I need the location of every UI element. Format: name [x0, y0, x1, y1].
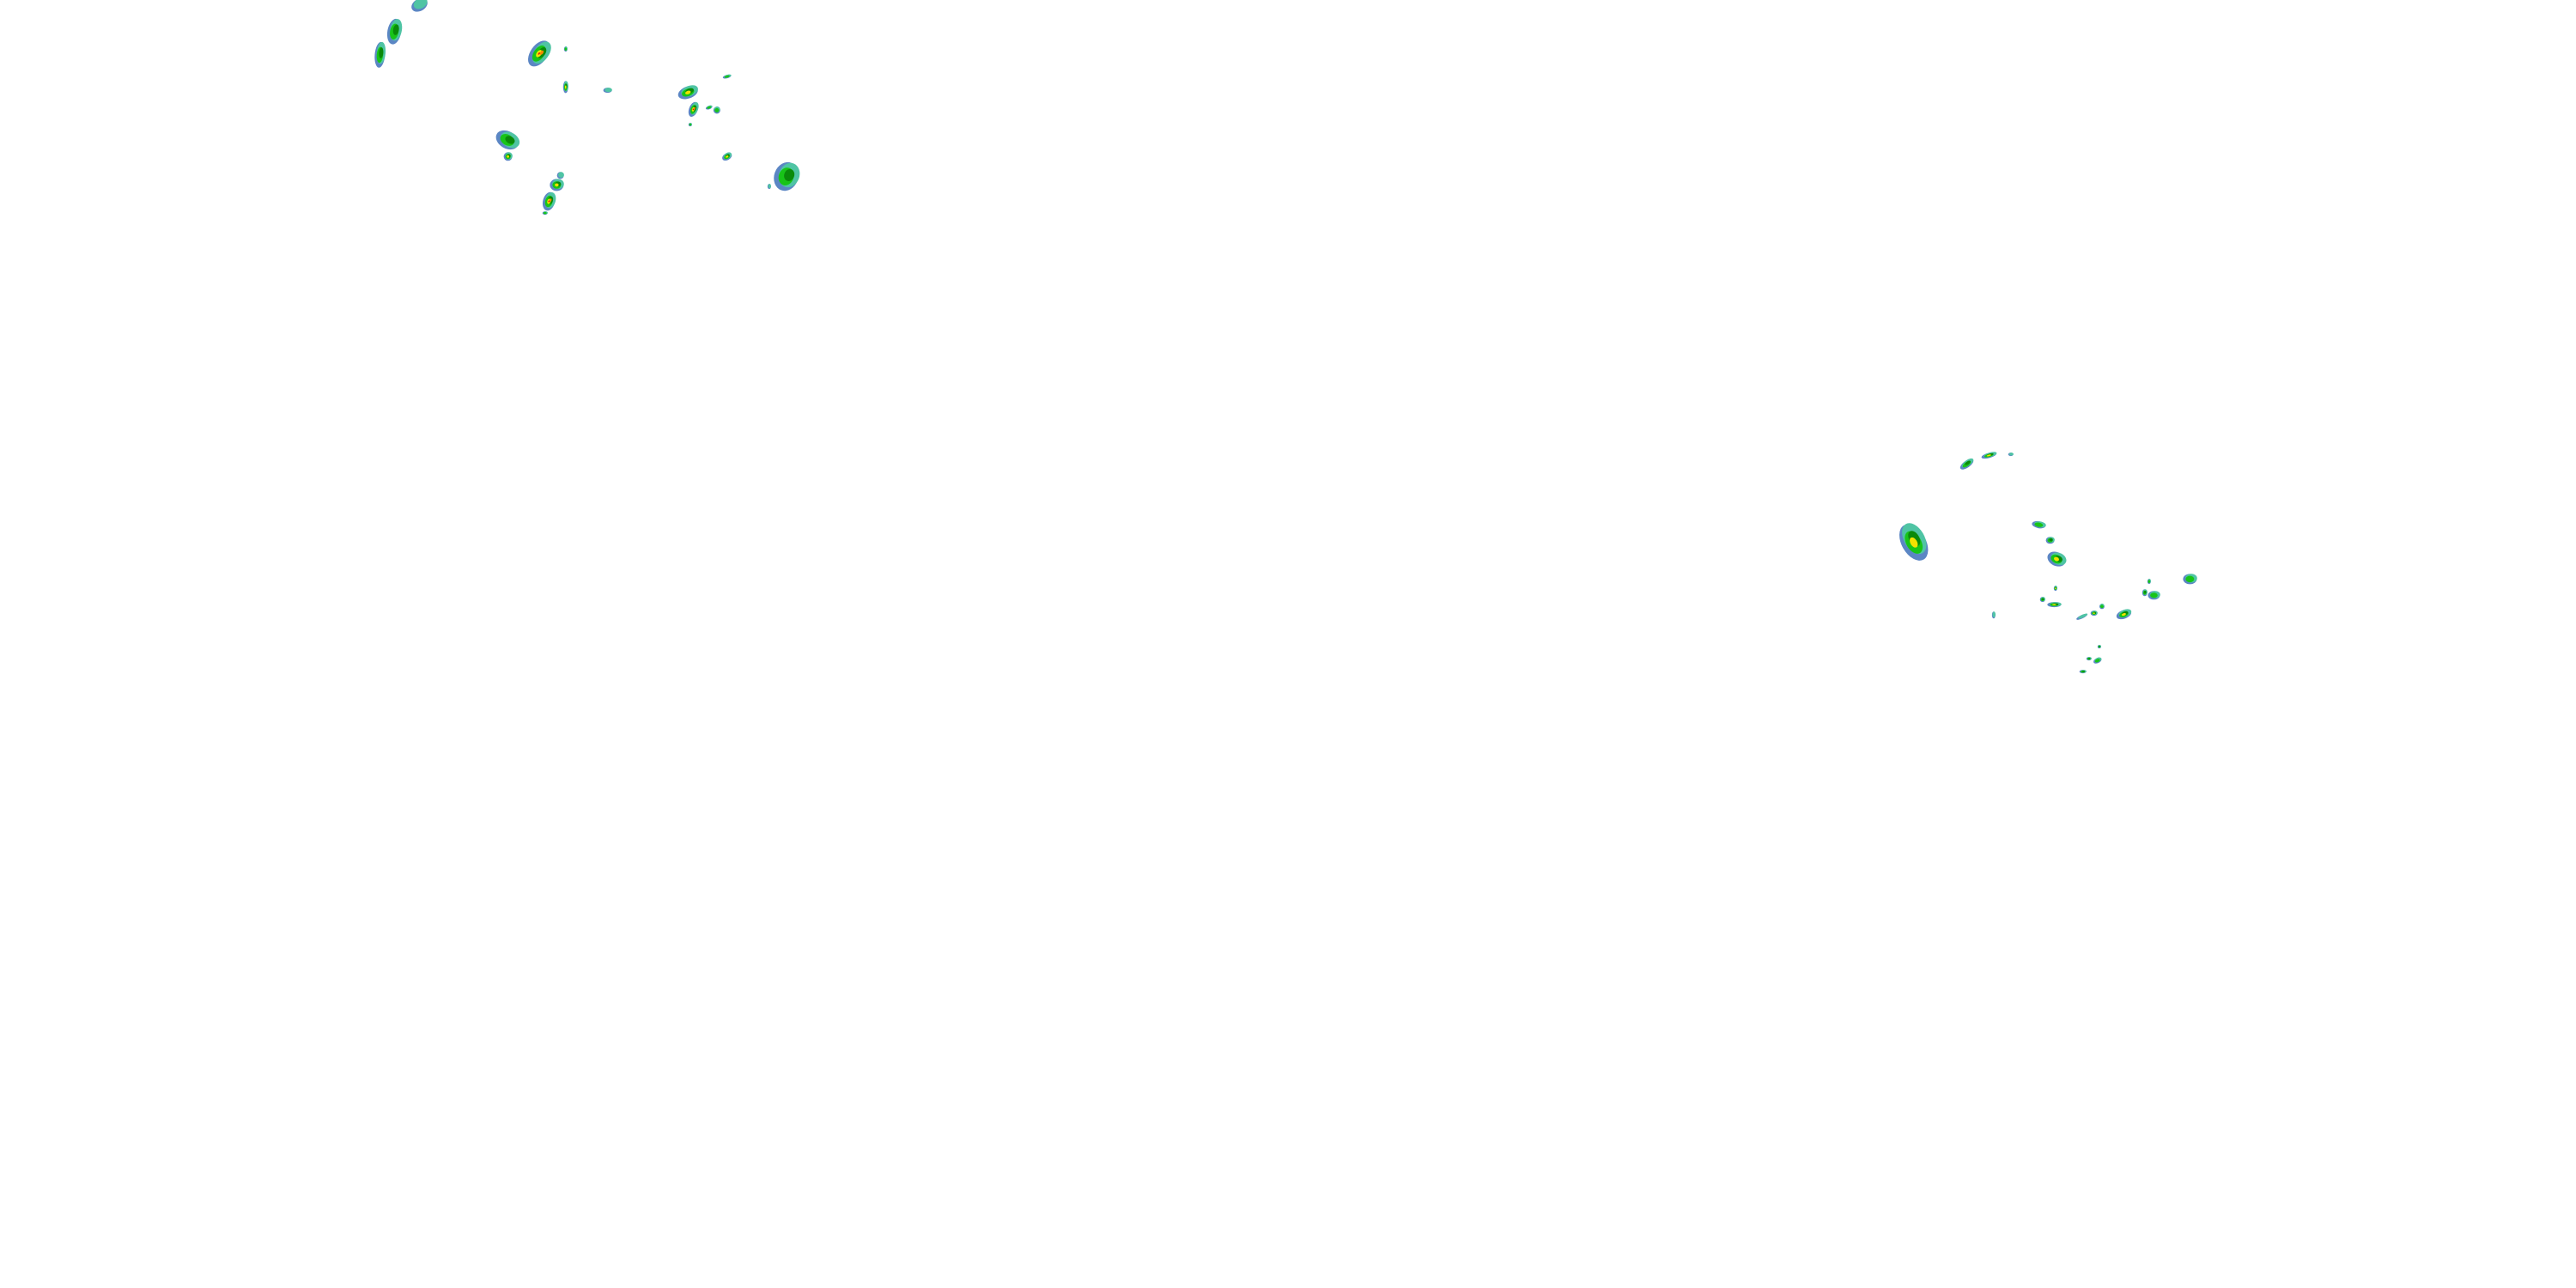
precipitation-cell — [542, 211, 548, 216]
precipitation-cell — [528, 40, 551, 67]
reflectivity-band — [548, 200, 550, 203]
reflectivity-band — [392, 24, 399, 35]
reflectivity-band — [693, 106, 696, 110]
reflectivity-band — [2052, 604, 2057, 606]
reflectivity-band — [549, 198, 552, 202]
precipitation-cell — [495, 130, 520, 150]
reflectivity-band — [707, 106, 712, 109]
precipitation-cell — [677, 85, 698, 100]
reflectivity-band — [685, 90, 691, 94]
precipitation-cell — [542, 191, 556, 211]
reflectivity-band — [2008, 453, 2014, 456]
precipitation-cell — [2047, 602, 2062, 608]
reflectivity-band — [558, 172, 564, 178]
reflectivity-band — [2081, 670, 2086, 672]
precipitation-cell — [2148, 591, 2160, 600]
reflectivity-band — [1992, 611, 1996, 617]
reflectivity-band — [714, 107, 720, 112]
reflectivity-band — [539, 50, 544, 55]
precipitation-cell — [2032, 520, 2046, 529]
reflectivity-band — [692, 108, 695, 111]
reflectivity-band — [538, 52, 540, 55]
reflectivity-band — [2094, 659, 2100, 663]
reflectivity-band — [726, 155, 729, 158]
reflectivity-band — [2185, 575, 2195, 583]
reflectivity-band — [1986, 454, 1991, 457]
reflectivity-band — [2100, 605, 2104, 609]
reflectivity-band — [379, 47, 384, 58]
reflectivity-band — [413, 0, 428, 9]
precipitation-cell — [1991, 611, 1996, 619]
precipitation-cell — [2090, 611, 2098, 617]
precipitation-cell — [556, 172, 564, 179]
precipitation-cell — [563, 46, 568, 52]
precipitation-cell — [550, 179, 564, 191]
reflectivity-band — [564, 47, 568, 52]
precipitation-cell — [713, 106, 720, 114]
reflectivity-band — [1910, 537, 1918, 548]
reflectivity-band — [2049, 538, 2053, 542]
precipitation-cell — [2045, 537, 2055, 544]
reflectivity-band — [768, 184, 771, 189]
reflectivity-band — [2054, 556, 2059, 562]
precipitation-cell — [2086, 657, 2092, 661]
precipitation-cell — [1959, 458, 1974, 470]
reflectivity-band — [605, 88, 612, 93]
reflectivity-band — [784, 168, 795, 181]
precipitation-cell — [767, 184, 771, 190]
precipitation-cell — [603, 88, 612, 94]
precipitation-cell — [2039, 597, 2045, 603]
reflectivity-band — [1965, 460, 1971, 465]
reflectivity-band — [2099, 645, 2101, 647]
reflectivity-band — [689, 123, 692, 126]
reflectivity-band — [507, 155, 509, 158]
precipitation-cell — [688, 101, 699, 117]
precipitation-cell — [722, 152, 732, 161]
reflectivity-band — [543, 211, 547, 215]
reflectivity-band — [2078, 613, 2088, 619]
precipitation-cell — [774, 161, 800, 191]
precipitation-cell — [2183, 574, 2197, 585]
precipitation-cell — [2116, 609, 2132, 620]
reflectivity-band — [2088, 657, 2091, 659]
precipitation-cell — [722, 74, 732, 79]
precipitation-cell — [2047, 551, 2067, 567]
precipitation-cell — [411, 0, 428, 12]
precipitation-cell — [2097, 645, 2101, 649]
precipitation-cell — [705, 105, 713, 110]
precipitation-cell — [688, 123, 692, 127]
precipitation-cell — [562, 81, 568, 94]
reflectivity-band — [2144, 590, 2147, 594]
reflectivity-band — [2055, 587, 2057, 590]
precipitation-cell — [2079, 670, 2087, 674]
precipitation-cell — [2053, 586, 2057, 592]
precipitation-cell — [2076, 613, 2088, 620]
reflectivity-band — [2150, 592, 2158, 598]
precipitation-cell — [2093, 657, 2102, 664]
reflectivity-band — [555, 183, 559, 187]
reflectivity-band — [2034, 522, 2044, 527]
precipitation-cell — [1981, 452, 1997, 459]
precipitation-cell — [2147, 579, 2151, 585]
reflectivity-band — [2148, 580, 2151, 584]
precipitation-cell — [2099, 603, 2105, 610]
reflectivity-band — [564, 85, 567, 89]
reflectivity-band — [2093, 612, 2095, 615]
precipitation-cell — [386, 18, 403, 45]
precipitation-cell — [374, 41, 386, 68]
precipitation-cell — [1899, 523, 1929, 561]
precipitation-cell — [2008, 453, 2014, 457]
reflectivity-band — [2042, 598, 2044, 600]
reflectivity-band — [505, 136, 515, 144]
reflectivity-band — [724, 75, 730, 78]
reflectivity-band — [2122, 612, 2126, 617]
precipitation-cell — [2142, 589, 2148, 597]
precipitation-cell — [503, 152, 513, 161]
